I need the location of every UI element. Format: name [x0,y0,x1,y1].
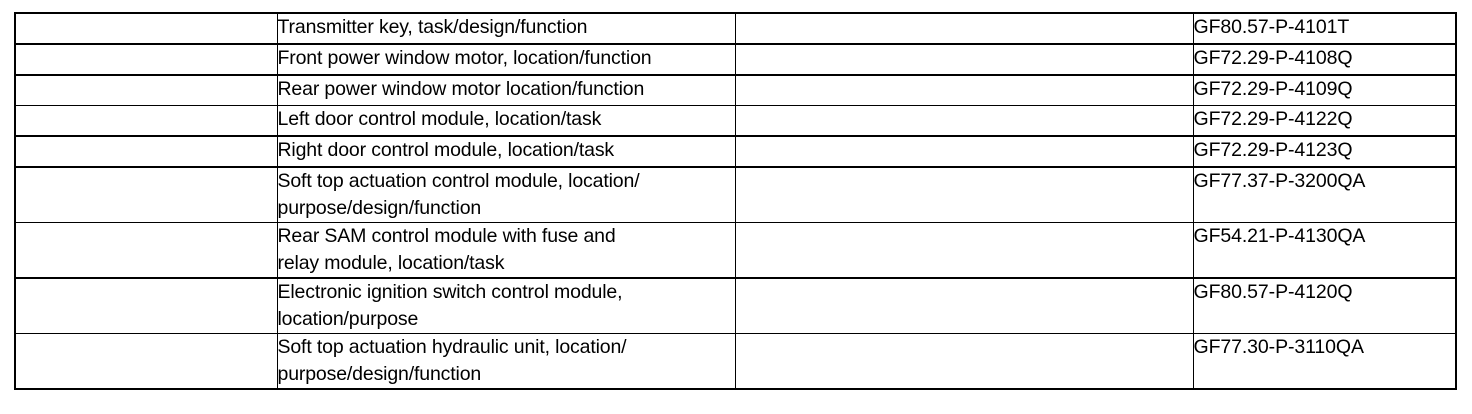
cell-document-number: GF80.57-P-4120Q [1192,277,1457,334]
description-line: Rear power window motor location/functio… [277,78,645,100]
cell-document-number: GF77.30-P-3110QA [1192,333,1457,390]
table-row: Soft top actuation control module, locat… [14,166,1457,223]
table-row: Rear SAM control module with fuse and rel… [14,222,1457,279]
table-row: Electronic ignition switch control modul… [14,277,1457,334]
cell-spacer [734,135,1194,168]
document-number-text: GF80.57-P-4101T [1193,16,1350,38]
table-row: Rear power window motor location/functio… [14,74,1457,106]
cell-description: Rear SAM control module with fuse and rel… [276,222,736,279]
description-line: Soft top actuation control module, locat… [277,170,640,192]
cell-spacer [734,166,1194,223]
cell-marker [14,135,278,168]
document-number-text: GF72.29-P-4122Q [1193,108,1353,130]
description-line: Front power window motor, location/funct… [277,47,652,69]
cell-spacer [734,105,1194,137]
cell-document-number: GF80.57-P-4101T [1192,12,1457,45]
description-line: Transmitter key, task/design/function [277,16,588,38]
cell-description: Electronic ignition switch control modul… [276,277,736,334]
table-row: Left door control module, location/task G… [14,105,1457,137]
cell-document-number: GF54.21-P-4130QA [1192,222,1457,279]
table-row: Transmitter key, task/design/function GF8… [14,12,1457,45]
cell-marker [14,222,278,279]
cell-spacer [734,74,1194,106]
cell-spacer [734,333,1194,390]
cell-description: Transmitter key, task/design/function [276,12,736,45]
cell-document-number: GF72.29-P-4123Q [1192,135,1457,168]
table-row: Front power window motor, location/funct… [14,43,1457,76]
description-line: relay module, location/task [277,252,505,274]
description-line: purpose/design/function [277,197,482,219]
cell-description: Left door control module, location/task [276,105,736,137]
cell-document-number: GF77.37-P-3200QA [1192,166,1457,223]
cell-marker [14,333,278,390]
cell-description: Rear power window motor location/functio… [276,74,736,106]
document-number-text: GF72.29-P-4123Q [1193,139,1353,161]
table-row: Soft top actuation hydraulic unit, locat… [14,333,1457,390]
cell-description: Right door control module, location/task [276,135,736,168]
cell-marker [14,12,278,45]
cell-description: Soft top actuation hydraulic unit, locat… [276,333,736,390]
document-number-text: GF54.21-P-4130QA [1193,225,1366,247]
cell-spacer [734,12,1194,45]
cell-spacer [734,222,1194,279]
table-row: Right door control module, location/task… [14,135,1457,168]
cell-document-number: GF72.29-P-4122Q [1192,105,1457,137]
cell-marker [14,166,278,223]
document-number-text: GF77.37-P-3200QA [1193,170,1366,192]
cell-document-number: GF72.29-P-4108Q [1192,43,1457,76]
document-number-text: GF80.57-P-4120Q [1193,281,1353,303]
cell-spacer [734,277,1194,334]
description-line: location/purpose [277,308,419,330]
document-number-text: GF77.30-P-3110QA [1193,336,1364,358]
cell-marker [14,43,278,76]
cell-description: Front power window motor, location/funct… [276,43,736,76]
description-line: Rear SAM control module with fuse and [277,225,616,247]
cell-description: Soft top actuation control module, locat… [276,166,736,223]
cell-document-number: GF72.29-P-4109Q [1192,74,1457,106]
document-number-text: GF72.29-P-4108Q [1193,47,1353,69]
description-line: Left door control module, location/task [277,108,602,130]
description-line: Right door control module, location/task [277,139,615,161]
description-line: Electronic ignition switch control modul… [277,281,623,303]
description-line: Soft top actuation hydraulic unit, locat… [277,336,627,358]
description-line: purpose/design/function [277,363,482,385]
cell-marker [14,105,278,137]
cell-spacer [734,43,1194,76]
cell-marker [14,277,278,334]
cell-marker [14,74,278,106]
document-number-text: GF72.29-P-4109Q [1193,78,1353,100]
